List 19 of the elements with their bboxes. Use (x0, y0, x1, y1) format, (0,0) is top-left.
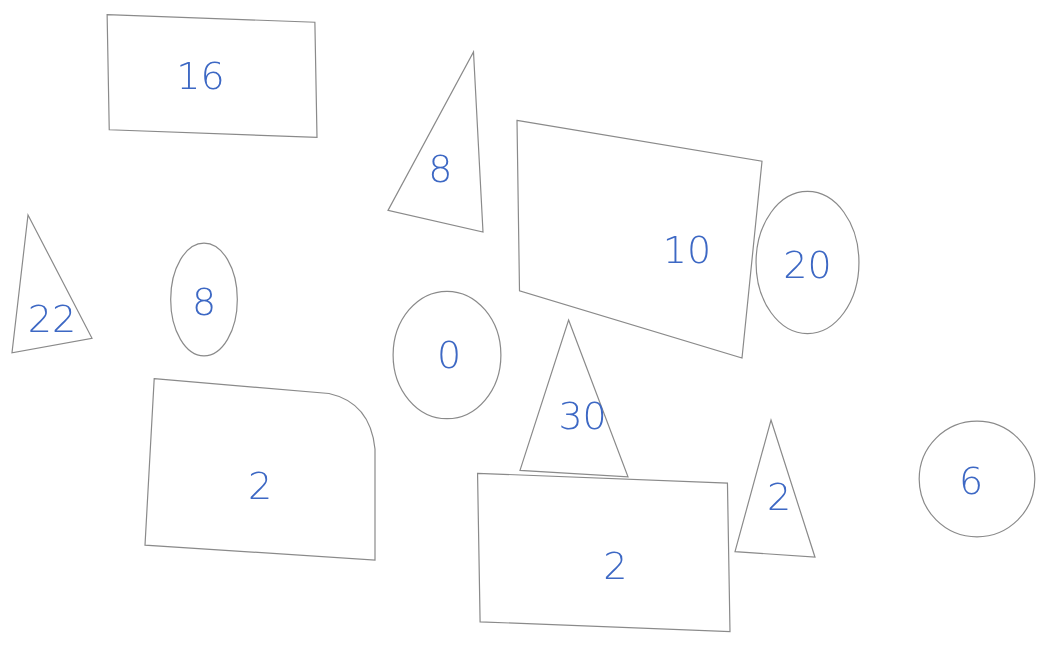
number-label: 2 (766, 478, 792, 516)
number-label: 8 (191, 282, 217, 321)
number-label: 10 (662, 231, 712, 269)
number-label: 6 (959, 462, 984, 501)
sketched-oval (170, 242, 238, 357)
sketched-triangle (388, 52, 483, 232)
number-label: 20 (783, 246, 832, 285)
sketched-triangle (520, 320, 628, 480)
number-label: 22 (27, 300, 77, 339)
sketched-oval (918, 420, 1036, 538)
number-label: 2 (603, 546, 628, 585)
number-label: 0 (437, 336, 462, 374)
sketched-oval (755, 190, 860, 335)
number-label: 30 (558, 397, 607, 435)
sketched-oval (392, 290, 502, 420)
number-label: 8 (428, 150, 453, 188)
number-label: 16 (176, 57, 225, 95)
number-label: 2 (247, 467, 273, 505)
sketched-triangle (735, 420, 815, 560)
